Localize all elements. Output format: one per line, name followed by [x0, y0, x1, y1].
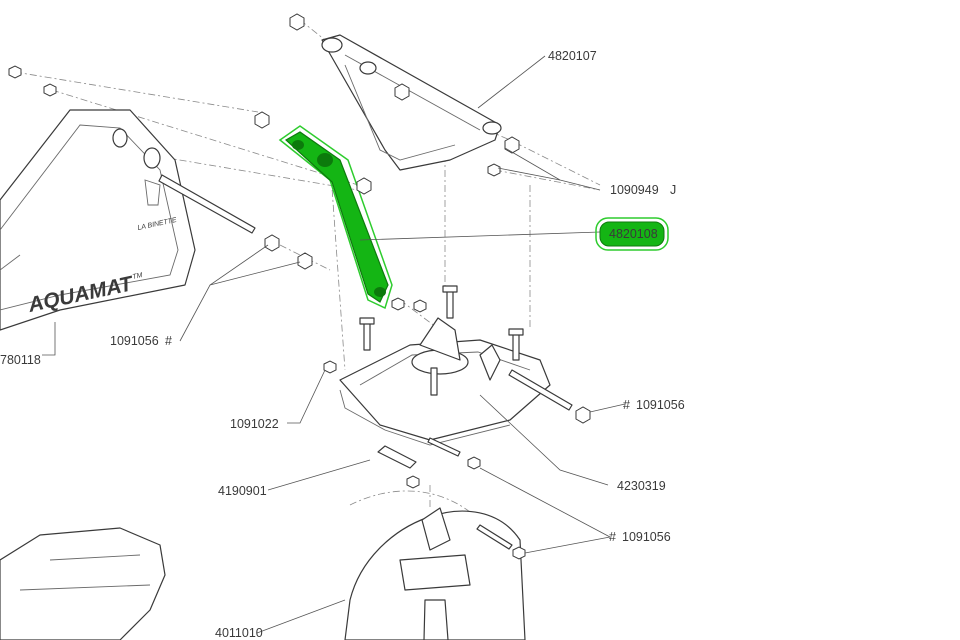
- leader-lines: [42, 55, 626, 634]
- part-label-highlight: [595, 217, 669, 251]
- label-1091056-lower[interactable]: 1091056: [622, 530, 671, 544]
- label-4190901[interactable]: 4190901: [218, 484, 267, 498]
- hash-mark-left: #: [165, 334, 172, 348]
- base-plate-4230319: [339, 317, 551, 446]
- label-4230319[interactable]: 4230319: [617, 479, 666, 493]
- label-4820108[interactable]: 4820108: [609, 227, 658, 241]
- link-bar-4820108: [278, 125, 393, 310]
- label-780118[interactable]: 780118: [0, 353, 41, 367]
- hardware: [8, 13, 591, 560]
- bracket-4820107: [321, 34, 502, 171]
- label-1091056-right[interactable]: 1091056: [636, 398, 685, 412]
- lower-dome-4011010: [344, 507, 526, 640]
- lower-left-assembly: [0, 527, 166, 640]
- label-4820107[interactable]: 4820107: [548, 49, 597, 63]
- hash-mark-lower: #: [609, 530, 616, 544]
- brand-trademark-text: TM: [132, 272, 144, 281]
- label-4011010[interactable]: 4011010: [215, 626, 263, 640]
- part-labels: 4820107 1090949 J 4820108 780118 1091056…: [0, 49, 685, 640]
- assembly-guide-lines: [14, 19, 601, 601]
- label-1090949[interactable]: 1090949: [610, 183, 659, 197]
- label-1090949-suffix: J: [670, 183, 676, 197]
- frame-780118: LA BINETTE AQUAMAT TM: [0, 109, 256, 331]
- label-1091056-left[interactable]: 1091056: [110, 334, 159, 348]
- label-1091022[interactable]: 1091022: [230, 417, 279, 431]
- hash-mark-right: #: [623, 398, 630, 412]
